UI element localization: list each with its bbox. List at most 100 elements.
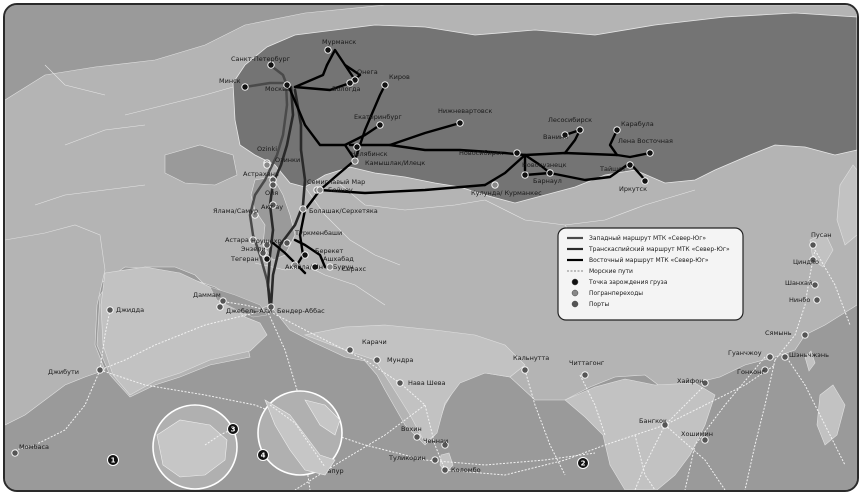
city-0[interactable]: Санкт-Петербург (231, 55, 291, 69)
city-3[interactable]: Минск (219, 77, 249, 91)
city-marker[interactable] (263, 161, 271, 169)
city-marker[interactable] (513, 149, 521, 157)
city-marker[interactable] (766, 353, 774, 361)
city-45[interactable]: Нава Шева (396, 379, 446, 387)
city-27[interactable]: Акт ау (261, 201, 283, 211)
city-18[interactable]: Барнаул (521, 171, 562, 185)
route-marker-3[interactable]: 3 (227, 423, 239, 435)
city-51[interactable]: Туликорин (388, 454, 439, 464)
city-12[interactable]: Карабула (613, 120, 654, 134)
city-32[interactable]: Ноушехр (251, 237, 282, 249)
city-42[interactable]: Джебель-Али (216, 303, 272, 315)
city-marker[interactable] (326, 263, 334, 271)
route-marker-circle[interactable] (577, 457, 589, 469)
city-marker[interactable] (251, 211, 259, 219)
city-49[interactable]: Ченнаи (423, 437, 449, 449)
city-17[interactable]: Иркутск (619, 177, 649, 193)
city-marker[interactable] (413, 433, 421, 441)
city-marker[interactable] (521, 171, 529, 179)
city-marker[interactable] (324, 46, 332, 54)
city-marker[interactable] (263, 241, 271, 249)
city-marker[interactable] (641, 177, 649, 185)
city-46[interactable]: Джибути (48, 366, 104, 376)
city-marker[interactable] (441, 441, 449, 449)
route-marker-4[interactable]: 4 (257, 449, 269, 461)
city-marker[interactable] (263, 255, 271, 263)
city-marker[interactable] (291, 261, 299, 269)
city-28[interactable]: Болашак/Серхетяка (299, 205, 378, 215)
city-marker[interactable] (301, 251, 309, 259)
city-marker[interactable] (267, 61, 275, 69)
city-30[interactable]: Астара (225, 236, 257, 244)
city-marker[interactable] (521, 366, 529, 374)
route-marker-circle[interactable] (257, 449, 269, 461)
city-marker[interactable] (431, 456, 439, 464)
city-43[interactable]: Карачи (346, 338, 387, 354)
city-4[interactable]: Москва (265, 81, 291, 93)
city-9[interactable]: Челябинск (351, 143, 388, 158)
city-47[interactable]: Кальнутта (513, 354, 549, 374)
city-63[interactable]: Хошимин (681, 430, 713, 444)
city-25[interactable]: Оля (265, 181, 278, 197)
city-31[interactable]: Энзели (241, 245, 267, 257)
city-44[interactable]: Мундра (373, 356, 414, 364)
city-marker[interactable] (809, 256, 817, 264)
city-marker[interactable] (96, 366, 104, 374)
city-7[interactable]: Екатеринбург (354, 113, 402, 129)
city-marker[interactable] (701, 379, 709, 387)
city-56[interactable]: Нинбо (789, 296, 821, 304)
city-marker[interactable] (491, 181, 499, 189)
city-marker[interactable] (299, 205, 307, 213)
city-48[interactable]: Читтагонг (569, 359, 605, 379)
city-marker[interactable] (576, 126, 584, 134)
city-marker[interactable] (809, 241, 817, 249)
route-marker-circle[interactable] (227, 423, 239, 435)
city-50[interactable]: Коломбо (441, 466, 481, 474)
city-marker[interactable] (106, 306, 114, 314)
city-marker[interactable] (311, 263, 319, 271)
route-marker-1[interactable]: 1 (107, 454, 119, 466)
city-40[interactable]: Даммам (193, 291, 227, 305)
city-marker[interactable] (613, 126, 621, 134)
city-11[interactable]: Ванино (543, 131, 569, 141)
city-marker[interactable] (249, 236, 257, 244)
city-marker[interactable] (646, 149, 654, 157)
city-53[interactable]: Пусан (809, 231, 832, 249)
route-marker-circle[interactable] (107, 454, 119, 466)
city-57[interactable]: Сямынь (765, 329, 809, 339)
city-marker[interactable] (346, 346, 354, 354)
city-marker[interactable] (267, 303, 275, 311)
city-marker[interactable] (441, 466, 449, 474)
city-62[interactable]: Бангкок (639, 417, 669, 429)
city-16[interactable]: Тайшет (599, 161, 634, 173)
city-marker[interactable] (241, 83, 249, 91)
city-34[interactable]: Тегеран (230, 255, 271, 263)
city-marker[interactable] (811, 281, 819, 289)
city-marker[interactable] (216, 303, 224, 311)
city-23[interactable]: Камышлак/Илецк (351, 157, 425, 167)
city-19[interactable]: Кулунда/ Курманкес (471, 181, 542, 197)
city-39[interactable]: Бендер-Аббас (267, 303, 325, 315)
city-38[interactable]: Серахс (326, 263, 367, 273)
city-52[interactable]: Вохин (401, 425, 422, 441)
city-60[interactable]: Гонконг (737, 366, 769, 376)
city-marker[interactable] (376, 121, 384, 129)
city-59[interactable]: Шэньчжэнь (781, 351, 829, 361)
city-55[interactable]: Шанхай (785, 279, 819, 289)
city-15[interactable]: Новокузнецк (522, 161, 567, 177)
city-marker[interactable] (561, 131, 569, 139)
city-41[interactable]: Джидда (106, 306, 144, 314)
city-58[interactable]: Гуанчжоу (728, 349, 774, 361)
city-marker[interactable] (283, 81, 291, 89)
city-61[interactable]: Хайфон (677, 377, 709, 387)
city-13[interactable]: Лена Восточная (618, 137, 673, 157)
city-marker[interactable] (283, 239, 291, 247)
city-marker[interactable] (219, 297, 227, 305)
city-marker[interactable] (353, 143, 361, 151)
city-marker[interactable] (346, 79, 354, 87)
city-marker[interactable] (396, 379, 404, 387)
city-54[interactable]: Циндао (793, 256, 819, 266)
city-1[interactable]: Мурманск (322, 38, 356, 54)
city-10[interactable]: Лесосибирск (548, 116, 592, 134)
city-29[interactable]: Ялама/Самур (213, 207, 259, 219)
